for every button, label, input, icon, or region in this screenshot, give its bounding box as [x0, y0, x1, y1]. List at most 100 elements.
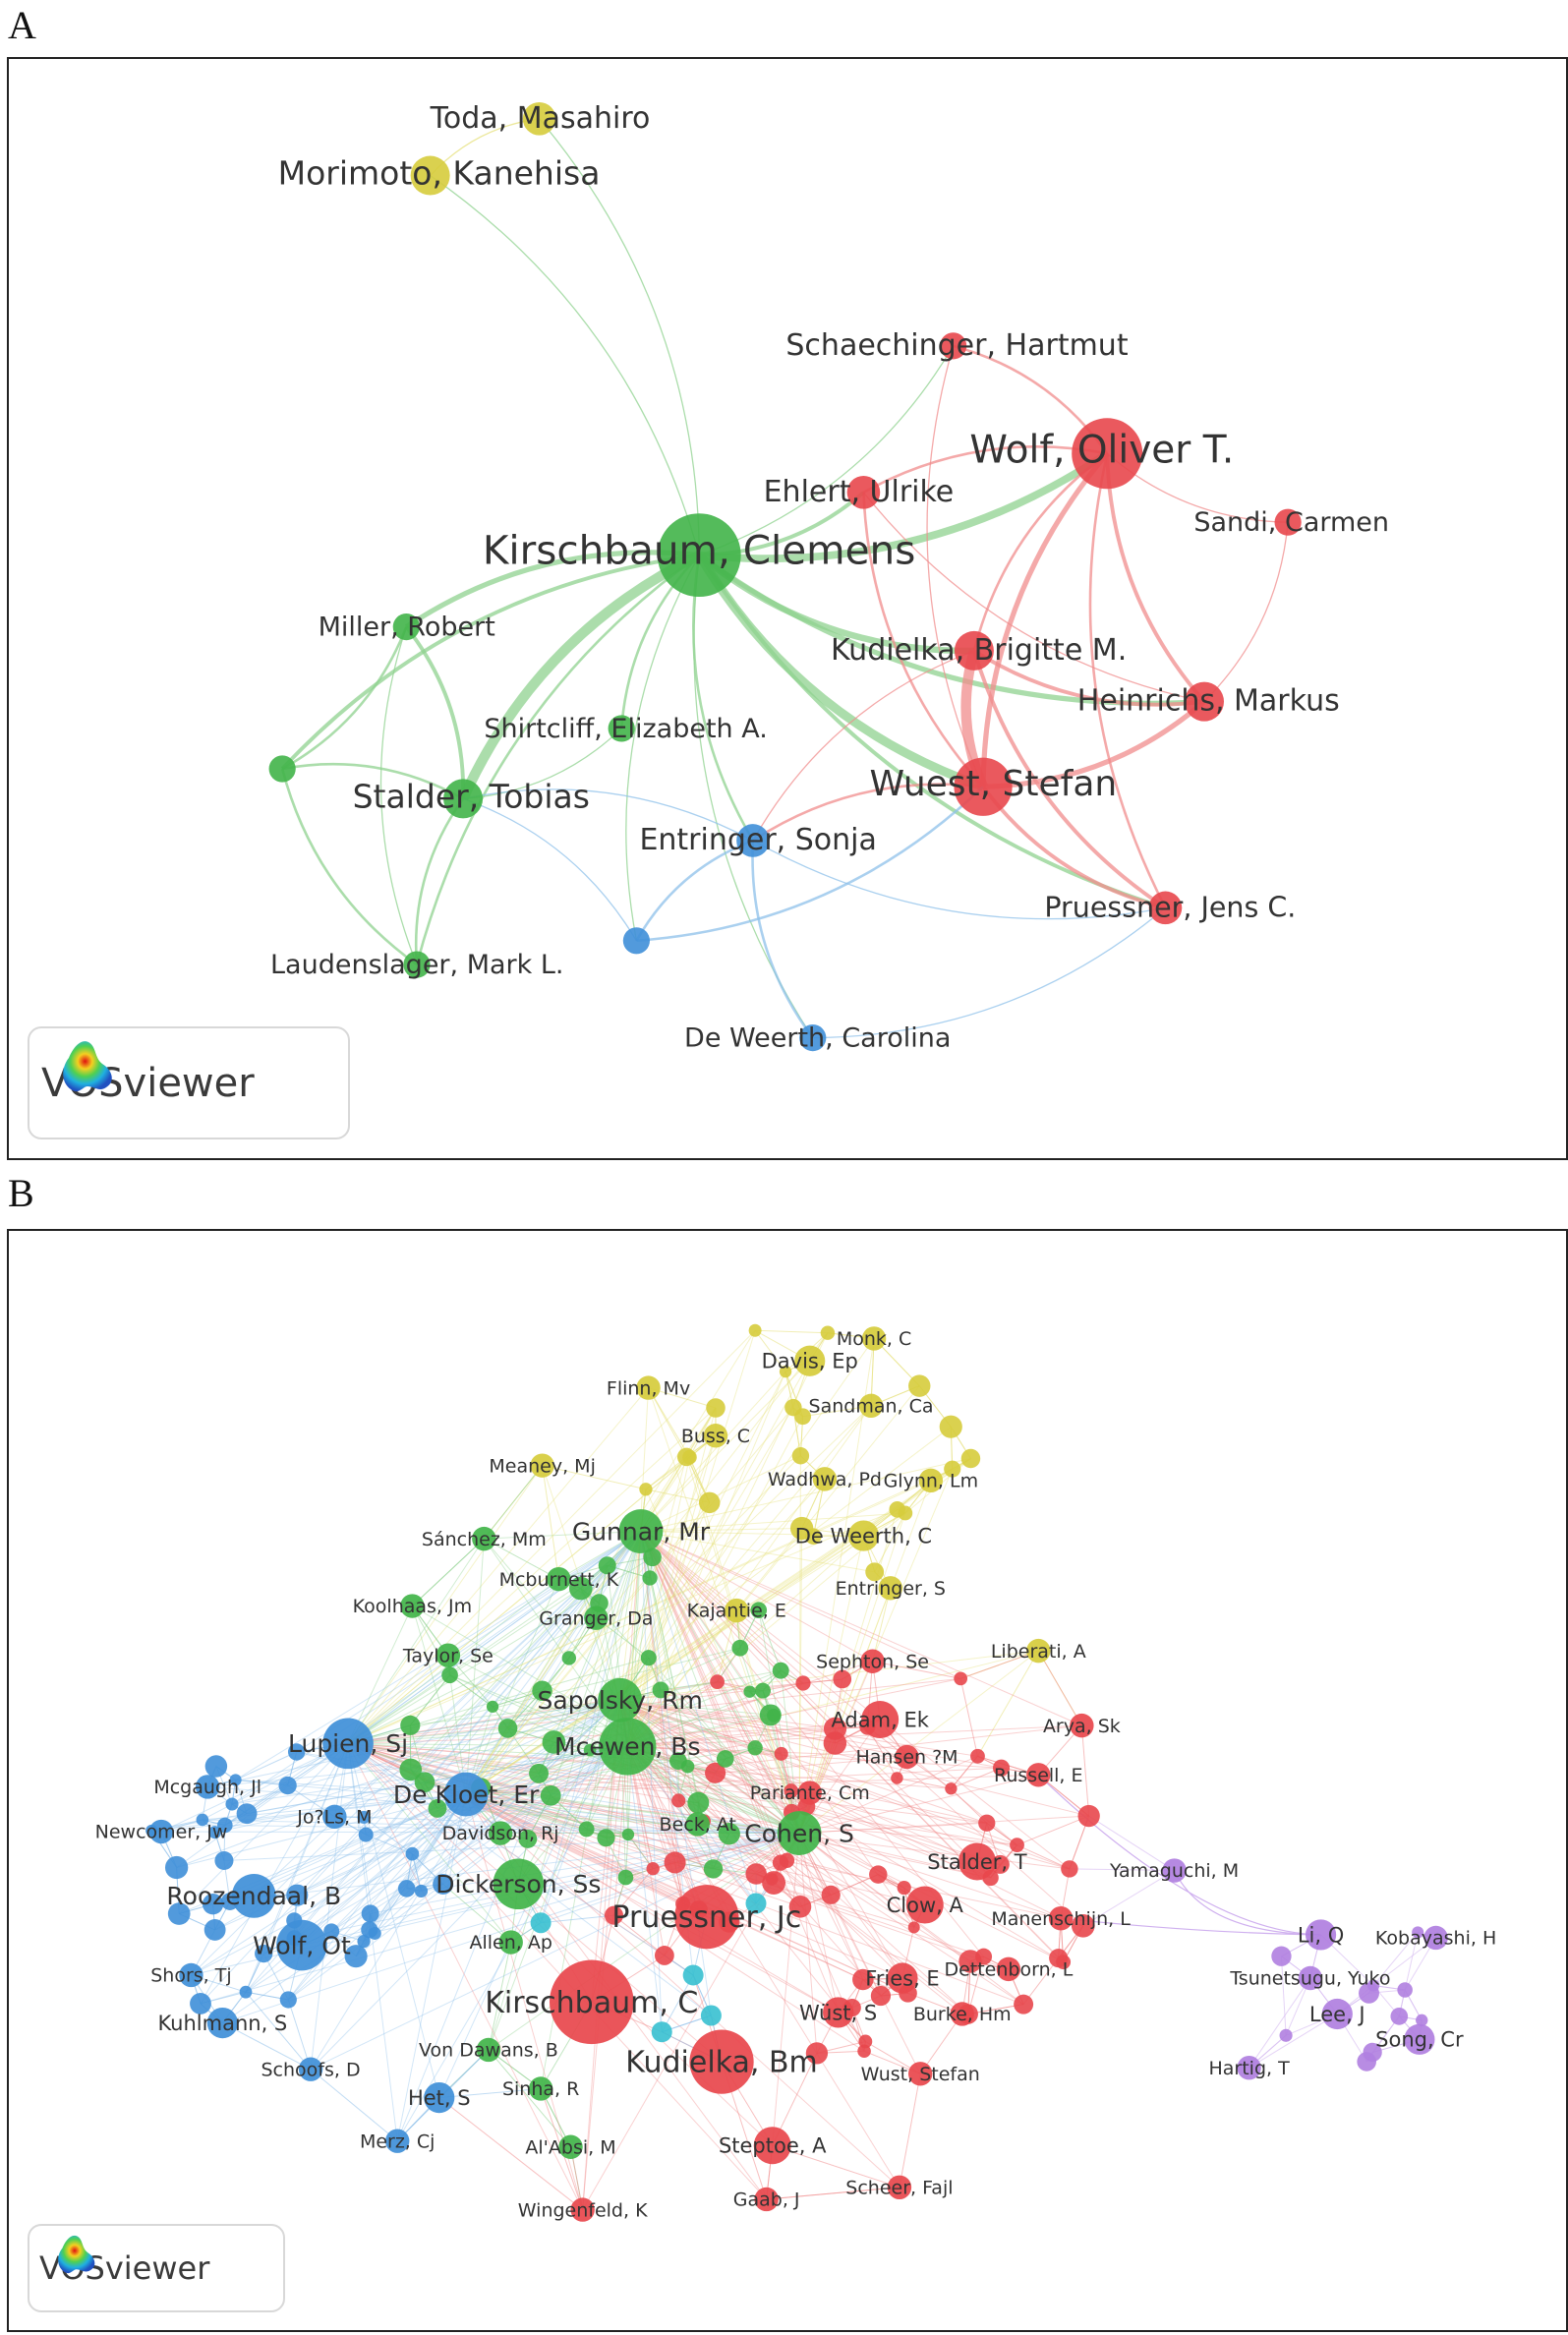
node-roozendaal-b[interactable] — [231, 1874, 276, 1918]
node-unlabeled[interactable] — [784, 1783, 799, 1798]
node-lupien-sj[interactable] — [322, 1718, 374, 1770]
node-unlabeled[interactable] — [891, 1772, 903, 1784]
node-unlabeled[interactable] — [939, 1415, 962, 1438]
node-unlabeled[interactable] — [414, 1884, 429, 1898]
node-clow-a[interactable] — [905, 1886, 944, 1924]
node-unlabeled[interactable] — [907, 1921, 920, 1934]
node-unlabeled[interactable] — [703, 1859, 724, 1879]
node-unlabeled[interactable] — [700, 2005, 722, 2026]
node-unlabeled[interactable] — [772, 1662, 789, 1679]
node-unlabeled[interactable] — [399, 1758, 423, 1781]
node-beck-at[interactable] — [685, 1812, 710, 1837]
node-unlabeled[interactable] — [745, 1893, 767, 1914]
node-unlabeled[interactable] — [208, 1826, 222, 1839]
node-al-absi-m[interactable] — [558, 2134, 583, 2159]
node-unlabeled[interactable] — [561, 1651, 577, 1665]
node-unlabeled[interactable] — [805, 2042, 829, 2065]
node-pariante-cm[interactable] — [797, 1780, 822, 1805]
node-unlabeled[interactable] — [823, 1717, 847, 1740]
node-unlabeled[interactable] — [748, 1323, 762, 1337]
node-unlabeled[interactable] — [750, 1602, 768, 1619]
node-kudielka[interactable] — [954, 630, 994, 671]
node-unlabeled[interactable] — [788, 1896, 812, 1918]
node-li-q[interactable] — [1305, 1919, 1337, 1951]
node-unlabeled[interactable] — [1056, 1955, 1072, 1970]
node-entringer-s[interactable] — [878, 1576, 902, 1601]
node-unlabeled[interactable] — [651, 2021, 672, 2043]
node-unlabeled[interactable] — [214, 1850, 234, 1871]
node-unlabeled[interactable] — [597, 1829, 615, 1847]
node-unlabeled[interactable] — [954, 1671, 968, 1686]
node-wingenfeld-k[interactable] — [570, 2197, 595, 2222]
node-cohen-s[interactable] — [777, 1811, 822, 1855]
node-unlabeled[interactable] — [190, 1993, 211, 2014]
node-unlabeled[interactable] — [655, 1946, 674, 1965]
node-unlabeled[interactable] — [1061, 1860, 1078, 1878]
node-allen-ap[interactable] — [498, 1930, 523, 1955]
node-unlabeled[interactable] — [1397, 1982, 1413, 1998]
node-buss-c[interactable] — [703, 1424, 728, 1448]
node-yamaguchi-m[interactable] — [1162, 1858, 1187, 1883]
node-schoofs-d[interactable] — [298, 2057, 323, 2081]
node-unlabeled[interactable] — [405, 1846, 420, 1861]
node-unlabeled[interactable] — [578, 1821, 595, 1838]
node-unlabeled[interactable] — [1271, 1946, 1292, 1966]
node-unlabeled[interactable] — [203, 1919, 226, 1941]
node-unlabeled[interactable] — [286, 1884, 309, 1906]
node-unlabeled[interactable] — [664, 1851, 686, 1874]
node-unlabeled[interactable] — [540, 1784, 561, 1806]
node-wolf-ot[interactable] — [276, 1919, 327, 1971]
node-heinrichs[interactable] — [1185, 681, 1224, 722]
node-unlabeled[interactable] — [944, 1460, 961, 1478]
node-morimoto[interactable] — [410, 155, 450, 196]
node-unlabeled[interactable] — [1077, 1804, 1100, 1828]
node-shirtcliff[interactable] — [608, 715, 635, 742]
node-unlabeled[interactable] — [1072, 1913, 1095, 1938]
node-unlabeled[interactable] — [323, 1923, 340, 1940]
node-unlabeled[interactable] — [754, 1682, 771, 1699]
node-unlabeled[interactable] — [196, 1813, 209, 1827]
node-unlabeled[interactable] — [400, 1715, 421, 1735]
node-song-cr[interactable] — [1404, 2023, 1435, 2055]
node-merz-cj[interactable] — [385, 2129, 410, 2153]
node-unlabeled[interactable] — [229, 1774, 242, 1786]
node-steptoe-a[interactable] — [753, 2127, 791, 2165]
node-miller[interactable] — [392, 613, 420, 641]
node-liberati-a[interactable] — [1026, 1638, 1051, 1664]
node-unlabeled[interactable] — [820, 1325, 836, 1340]
node-hansen-m[interactable] — [895, 1744, 919, 1770]
node-unlabeled[interactable] — [789, 1516, 814, 1541]
node-unlabeled[interactable] — [640, 1650, 657, 1666]
node-unlabeled[interactable] — [960, 1448, 981, 1469]
node-sandi[interactable] — [1274, 508, 1302, 536]
node-unlabeled[interactable] — [486, 1700, 499, 1714]
node-s-nchez-mm[interactable] — [472, 1526, 496, 1551]
node-unlabeled[interactable] — [978, 1814, 996, 1832]
node-unlabeled[interactable] — [239, 1985, 253, 1999]
node-mcgaugh-jl[interactable] — [195, 1775, 220, 1799]
node-unlabeled[interactable] — [568, 1576, 593, 1601]
node-unlabeled[interactable] — [687, 1791, 710, 1814]
node-unlabeled[interactable] — [598, 1556, 616, 1575]
node-hartig-t[interactable] — [1237, 2056, 1261, 2080]
node-unlabeled[interactable] — [643, 1547, 662, 1567]
node-arya-sk[interactable] — [1070, 1713, 1094, 1738]
node-flinn-mv[interactable] — [636, 1375, 661, 1400]
node-unlabeled[interactable] — [167, 1902, 191, 1925]
node-w-st-s[interactable] — [823, 1997, 854, 2028]
node-unlabeled[interactable] — [652, 1681, 669, 1699]
node-unlabeled[interactable] — [897, 1880, 911, 1896]
node-kobayashi-h[interactable] — [1423, 1925, 1448, 1951]
node-unlabeled[interactable] — [772, 1854, 789, 1871]
node-unlabeled[interactable] — [747, 1740, 763, 1756]
node-unlabeled[interactable] — [1010, 1838, 1024, 1853]
node-unlabeled[interactable] — [795, 1675, 811, 1691]
node-mcburnett-k[interactable] — [547, 1566, 571, 1592]
node-unlabeled[interactable] — [898, 1505, 913, 1521]
node-dickerson-ss[interactable] — [493, 1858, 545, 1910]
node-unlabeled[interactable] — [767, 1708, 781, 1722]
node-unlabeled[interactable] — [1390, 2008, 1409, 2025]
node-unlabeled[interactable] — [255, 1944, 273, 1963]
node-unlabeled[interactable] — [433, 1873, 454, 1895]
node-sephton-se[interactable] — [860, 1649, 885, 1673]
